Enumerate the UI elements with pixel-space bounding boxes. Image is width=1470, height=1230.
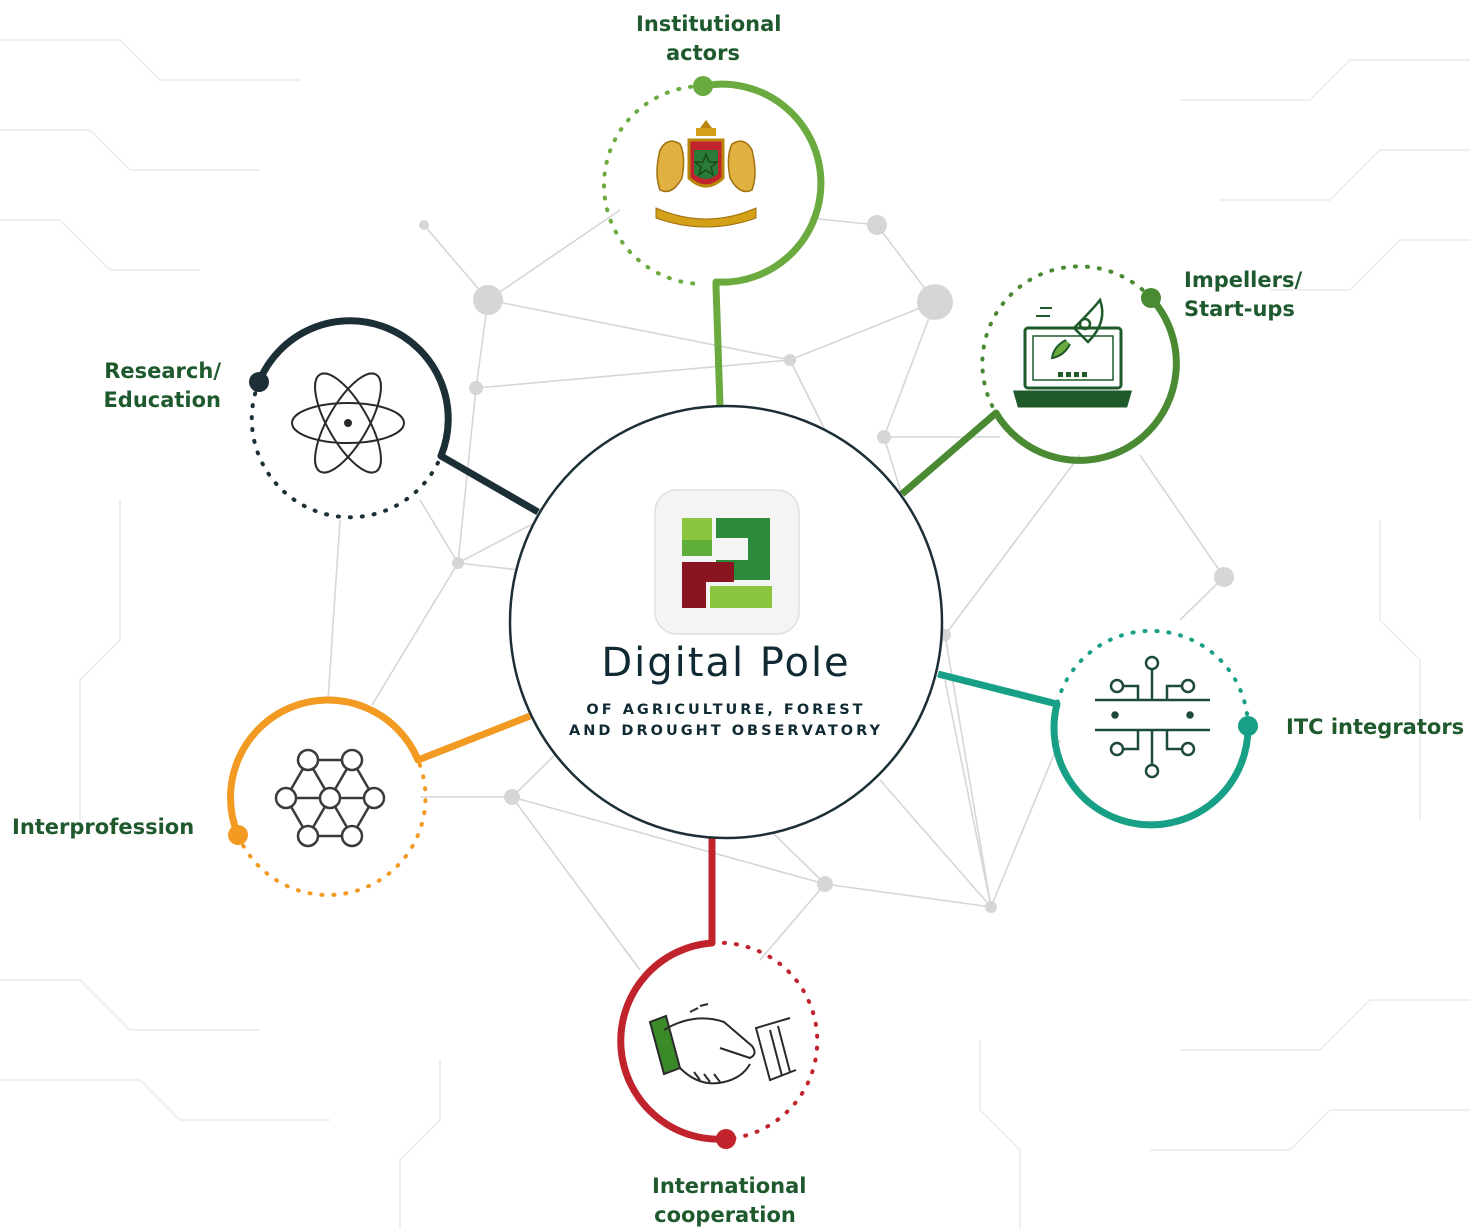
digital-pole-logo [654, 489, 800, 635]
circuit-chip-icon [1095, 655, 1210, 779]
rocket-laptop-icon [1013, 297, 1132, 408]
center-subtitle-line-2: AND DROUGHT OBSERVATORY [568, 723, 884, 739]
label-interprofession: Interprofession [12, 815, 195, 839]
atom-icon [291, 372, 405, 474]
node-international-cooperation [617, 838, 820, 1149]
center-subtitle-line-1: OF AGRICULTURE, FOREST [586, 702, 866, 718]
label-institutional-actors: Institutional actors [636, 12, 782, 65]
molecule-network-icon [274, 748, 386, 848]
node-research-education [249, 317, 540, 520]
network-nodes [419, 215, 1234, 913]
center-subtitle: OF AGRICULTURE, FOREST AND DROUGHT OBSER… [510, 700, 942, 742]
node-institutional-actors [602, 76, 825, 407]
label-impellers-startups: Impellers/ Start-ups [1184, 268, 1303, 321]
center-title: Digital Pole [601, 640, 851, 686]
label-research-education: Research/ Education [103, 359, 221, 412]
moroccan-coat-of-arms-icon [655, 120, 757, 228]
node-itc-integrators [937, 628, 1258, 829]
label-itc-integrators: ITC integrators [1286, 715, 1465, 739]
handshake-icon [648, 1003, 797, 1085]
center-hub [508, 404, 944, 840]
circuit-background [0, 39, 1470, 1229]
node-interprofession [227, 696, 532, 897]
label-international-cooperation: International cooperation [652, 1174, 807, 1227]
node-impellers-startups [899, 264, 1180, 497]
